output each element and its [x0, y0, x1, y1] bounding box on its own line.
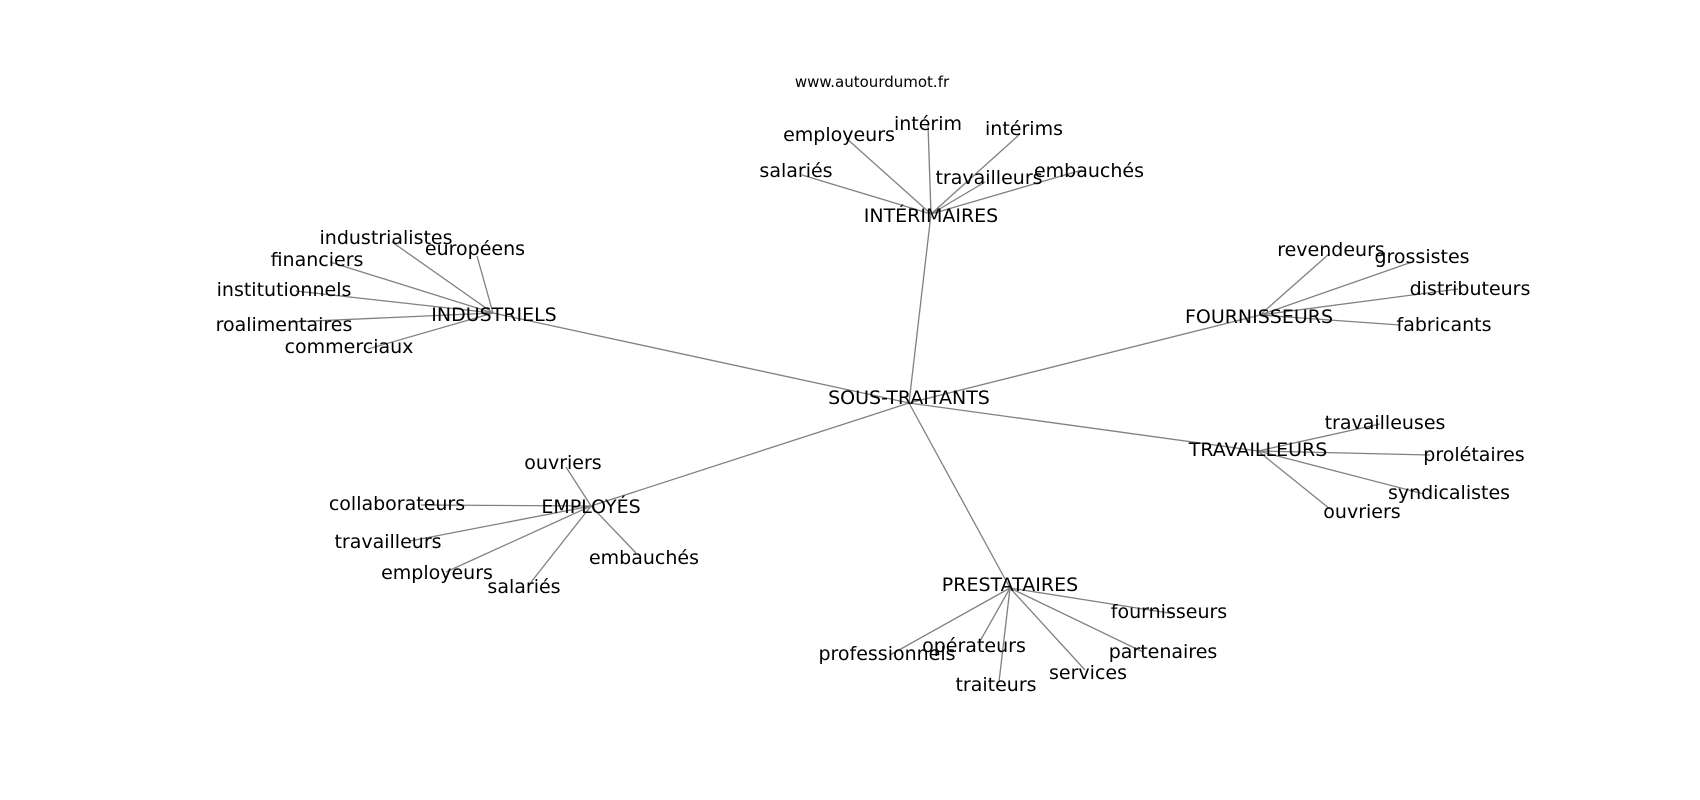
leaf-node-prestataires-operateurs: opérateurs: [922, 635, 1026, 657]
edge-interimaires-travailleurs: [930, 181, 986, 215]
leaf-node-fournisseurs-distributeurs: distributeurs: [1410, 278, 1531, 300]
leaf-node-fournisseurs-grossistes: grossistes: [1374, 246, 1469, 268]
leaf-node-interimaires-embauches: embauchés: [1034, 160, 1144, 182]
edge-employes-travailleurs: [409, 505, 592, 542]
leaf-node-prestataires-traiteurs: traiteurs: [955, 674, 1036, 696]
edge-travailleurs-proletaires: [1257, 450, 1431, 456]
leaf-node-prestataires-professionnels: professionnels: [818, 643, 955, 665]
edge-fournisseurs-distributeurs: [1259, 288, 1459, 316]
edge-industriels-financiers: [329, 261, 494, 314]
leaf-node-travailleurs-travailleuses: travailleuses: [1325, 412, 1446, 434]
leaf-node-industriels-institutionnels: institutionnels: [217, 279, 352, 301]
leaf-node-fournisseurs-fabricants: fabricants: [1397, 314, 1492, 336]
edge-travailleurs-syndicalistes: [1257, 450, 1425, 495]
leaf-node-fournisseurs-revendeurs: revendeurs: [1277, 239, 1385, 261]
leaf-node-interimaires-interim: intérim: [894, 113, 962, 135]
edge-interimaires-interim: [927, 124, 932, 215]
hub-node-interimaires: INTÉRIMAIRES: [864, 204, 999, 227]
leaf-node-travailleurs-ouvriers: ouvriers: [1323, 501, 1400, 523]
edge-center-interimaires: [908, 213, 932, 404]
edge-travailleurs-travailleuses: [1257, 423, 1381, 452]
leaf-node-interimaires-interims: intérims: [985, 118, 1063, 140]
hub-node-travailleurs: TRAVAILLEURS: [1188, 439, 1328, 461]
leaf-node-industriels-financiers: financiers: [271, 249, 364, 271]
edge-center-industriels: [492, 312, 910, 404]
edge-fournisseurs-grossistes: [1259, 261, 1413, 316]
edge-center-prestataires: [908, 402, 1011, 589]
edge-center-fournisseurs: [908, 314, 1261, 404]
edge-prestataires-partenaires: [1009, 587, 1144, 653]
leaf-node-industriels-commerciaux: commerciaux: [285, 336, 414, 358]
edge-employes-embauches: [590, 505, 637, 554]
edge-prestataires-professionnels: [889, 587, 1011, 656]
edge-fournisseurs-revendeurs: [1259, 253, 1330, 316]
graph-edges: [290, 124, 1459, 683]
edge-industriels-roalimentaires: [290, 312, 494, 323]
hub-node-fournisseurs: FOURNISSEURS: [1185, 306, 1333, 328]
leaf-node-interimaires-salaries: salariés: [759, 160, 832, 182]
hub-node-employes: EMPLOYÉS: [541, 495, 640, 518]
edge-employes-salaries: [527, 505, 592, 587]
leaf-node-prestataires-partenaires: partenaires: [1109, 641, 1218, 663]
edge-industriels-institutionnels: [295, 290, 494, 314]
edge-prestataires-traiteurs: [998, 587, 1011, 683]
edge-industriels-europeens: [476, 255, 494, 314]
edge-industriels-commerciaux: [367, 312, 494, 350]
edge-interimaires-employeurs: [845, 137, 932, 215]
leaf-node-employes-employeurs: employeurs: [381, 562, 493, 584]
edge-interimaires-embauches: [930, 169, 1083, 215]
edge-employes-employeurs: [445, 505, 592, 573]
leaf-node-prestataires-services: services: [1049, 662, 1127, 684]
center-node-label: SOUS-TRAITANTS: [828, 387, 990, 409]
edge-travailleurs-ouvriers: [1257, 450, 1331, 510]
edge-interimaires-interims: [930, 133, 1021, 215]
leaf-node-industriels-industrialistes: industrialistes: [320, 227, 453, 249]
edge-prestataires-fournisseurs: [1009, 587, 1176, 615]
leaf-node-travailleurs-syndicalistes: syndicalistes: [1388, 482, 1510, 504]
edge-interimaires-salaries: [801, 174, 932, 215]
leaf-node-interimaires-employeurs: employeurs: [783, 124, 895, 146]
edge-fournisseurs-fabricants: [1259, 314, 1401, 326]
hub-node-industriels: INDUSTRIELS: [431, 304, 556, 326]
leaf-node-employes-embauches: embauchés: [589, 547, 699, 569]
leaf-node-industriels-roalimentaires: roalimentaires: [216, 314, 353, 336]
watermark-url: www.autourdumot.fr: [795, 73, 950, 91]
edge-employes-collaborateurs: [420, 504, 592, 507]
leaf-node-interimaires-travailleurs: travailleurs: [935, 167, 1042, 189]
leaf-node-travailleurs-proletaires: prolétaires: [1423, 444, 1524, 466]
edge-center-travailleurs: [908, 402, 1259, 452]
edge-industriels-industrialistes: [391, 241, 494, 314]
leaf-node-prestataires-fournisseurs: fournisseurs: [1111, 601, 1227, 623]
edge-employes-ouvriers: [565, 466, 592, 507]
hub-node-prestataires: PRESTATAIRES: [942, 574, 1078, 596]
edge-center-employes: [590, 402, 910, 507]
edge-prestataires-services: [1009, 587, 1086, 671]
leaf-node-industriels-europeens: européens: [425, 238, 525, 260]
leaf-node-employes-salaries: salariés: [487, 576, 560, 598]
leaf-node-employes-collaborateurs: collaborateurs: [329, 493, 465, 515]
edge-prestataires-operateurs: [978, 587, 1011, 644]
leaf-node-employes-travailleurs: travailleurs: [334, 531, 441, 553]
leaf-node-employes-ouvriers: ouvriers: [524, 452, 601, 474]
